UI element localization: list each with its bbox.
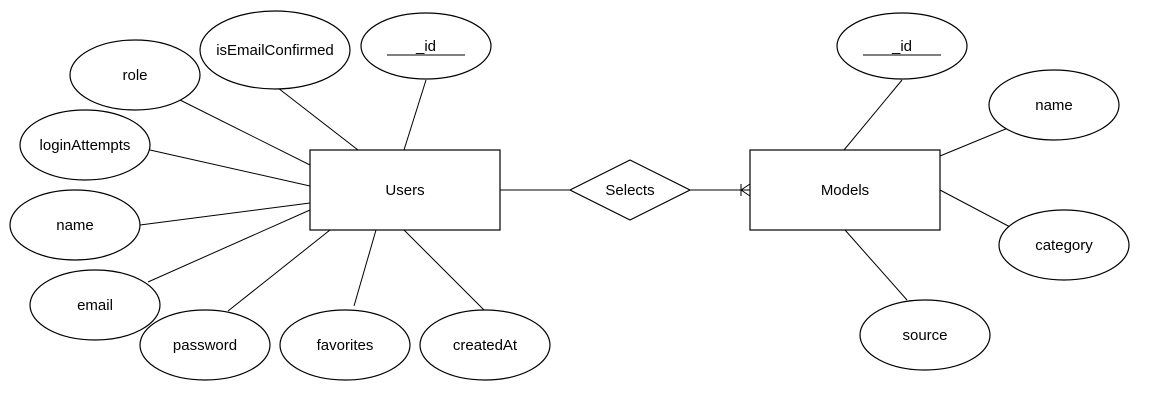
connector-users-isemailconfirmed: [277, 87, 359, 151]
relationship-connectors: [500, 183, 751, 197]
users-attribute-id[interactable]: _id: [360, 12, 492, 80]
users-favorites-label: favorites: [317, 337, 374, 354]
selects-relationship[interactable]: Selects: [568, 159, 692, 221]
crowfoot-many-marker: [740, 183, 751, 197]
users-attribute-role[interactable]: role: [69, 39, 201, 111]
connector-users-name: [139, 202, 311, 226]
users-attribute-isemailconfirmed[interactable]: isEmailConfirmed: [199, 10, 351, 90]
models-attribute-connectors: [843, 79, 1013, 301]
connector-models-source: [844, 229, 908, 301]
models-id-label: _id: [891, 38, 912, 55]
users-email-label: email: [77, 297, 113, 314]
users-attribute-loginattempts[interactable]: loginAttempts: [19, 109, 151, 181]
models-attribute-source[interactable]: source: [859, 299, 991, 371]
models-attribute-id[interactable]: _id: [836, 12, 968, 80]
users-password-label: password: [173, 337, 237, 354]
users-loginattempts-label: loginAttempts: [40, 137, 131, 154]
users-attribute-password[interactable]: password: [139, 309, 271, 381]
users-name-label: name: [56, 217, 94, 234]
connector-models-name: [939, 127, 1009, 157]
connector-users-loginattempts: [149, 149, 311, 187]
models-attribute-category[interactable]: category: [998, 209, 1130, 281]
users-role-label: role: [122, 67, 147, 84]
users-attribute-favorites[interactable]: favorites: [279, 309, 411, 381]
users-entity-label: Users: [385, 182, 424, 199]
models-attribute-name[interactable]: name: [988, 69, 1120, 141]
connector-users-id: [403, 79, 427, 151]
selects-relationship-label: Selects: [605, 182, 654, 199]
connector-users-createdat: [403, 229, 487, 313]
connector-users-favorites: [353, 229, 377, 307]
users-createdat-label: createdAt: [453, 337, 518, 354]
connector-models-id: [843, 79, 903, 151]
users-attribute-name[interactable]: name: [9, 189, 141, 261]
users-entity[interactable]: Users: [309, 149, 501, 231]
users-id-label: _id: [415, 38, 436, 55]
connector-users-role: [179, 99, 333, 177]
users-attribute-createdat[interactable]: createdAt: [419, 309, 551, 381]
connector-users-password: [227, 229, 331, 312]
users-attribute-connectors: [139, 79, 487, 313]
users-isemailconfirmed-label: isEmailConfirmed: [216, 42, 334, 59]
connector-models-category: [939, 189, 1013, 229]
models-name-label: name: [1035, 97, 1073, 114]
models-entity[interactable]: Models: [749, 149, 941, 231]
models-entity-label: Models: [821, 182, 869, 199]
models-source-label: source: [902, 327, 947, 344]
connector-users-email: [147, 209, 311, 283]
users-attribute-email[interactable]: email: [29, 269, 161, 341]
models-category-label: category: [1035, 237, 1093, 254]
